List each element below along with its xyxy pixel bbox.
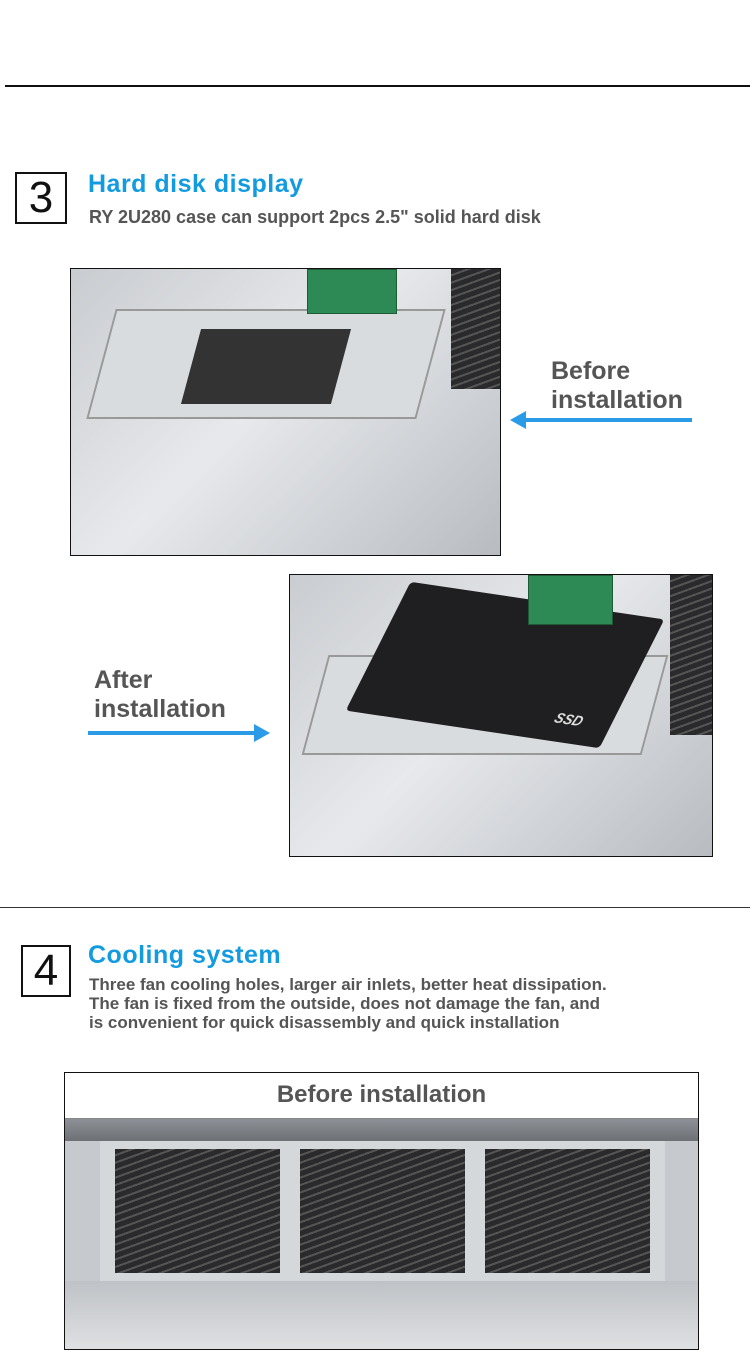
fan-grille	[451, 269, 500, 389]
label-line: Before	[551, 357, 631, 385]
photo-cooling-before-installation: Before installation	[64, 1072, 699, 1350]
label-line: After	[94, 666, 153, 694]
fan-hole-2	[300, 1149, 465, 1273]
circuit-board	[307, 269, 397, 314]
photo-caption: Before installation	[65, 1073, 698, 1119]
section-description-cooling: Three fan cooling holes, larger air inle…	[89, 975, 607, 1032]
tray-cutout	[180, 329, 352, 404]
fan-panel	[100, 1141, 665, 1281]
case-top-edge	[65, 1119, 698, 1141]
arrow-right-icon	[88, 724, 270, 742]
before-installation-label: Before installation	[551, 357, 683, 415]
section-title-cooling: Cooling system	[88, 941, 282, 969]
section-title-hard-disk: Hard disk display	[88, 170, 304, 198]
circuit-board	[528, 575, 613, 625]
section-number-4: 4	[21, 945, 71, 997]
description-line: Three fan cooling holes, larger air inle…	[89, 975, 607, 994]
fan-hole-3	[485, 1149, 650, 1273]
description-line: The fan is fixed from the outside, does …	[89, 994, 601, 1013]
description-line: is convenient for quick disassembly and …	[89, 1013, 560, 1032]
ssd-label: SSD	[551, 709, 587, 730]
section-subtitle-hard-disk: RY 2U280 case can support 2pcs 2.5" soli…	[89, 207, 541, 227]
section-number-3: 3	[15, 172, 67, 224]
case-floor	[65, 1281, 698, 1349]
fan-hole-1	[115, 1149, 280, 1273]
label-line: installation	[551, 386, 683, 414]
photo-before-ssd-installation	[70, 268, 501, 556]
photo-after-ssd-installation: SSD	[289, 574, 713, 857]
section-divider	[0, 907, 750, 908]
arrow-left-icon	[510, 411, 692, 429]
top-divider	[5, 85, 750, 87]
label-line: installation	[94, 695, 226, 723]
after-installation-label: After installation	[94, 666, 226, 724]
fan-grille	[670, 575, 712, 735]
